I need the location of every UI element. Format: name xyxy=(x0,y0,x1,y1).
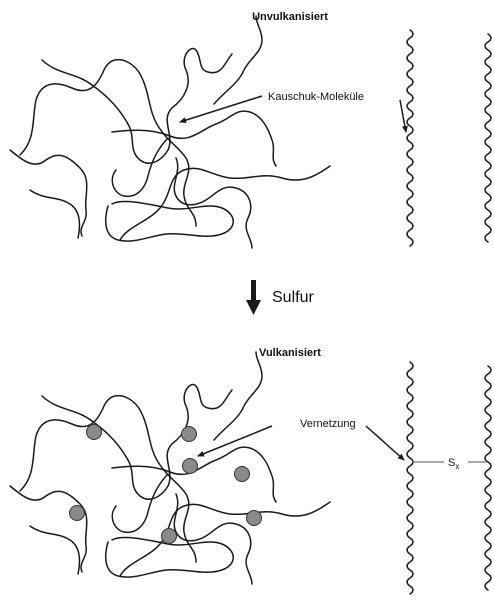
vulcanized-network xyxy=(10,352,330,584)
reagent-label: Sulfur xyxy=(272,289,314,306)
crosslink-label: Vernetzung xyxy=(300,418,356,430)
bottom-wavy-chains xyxy=(407,362,491,594)
unvulcanized-title: Unvulkanisiert xyxy=(252,11,328,23)
crosslink-point xyxy=(70,506,85,521)
sulfur-bridge-label: Sx xyxy=(448,457,459,471)
crosslink-point xyxy=(183,459,198,474)
reaction-arrow xyxy=(246,280,261,315)
crosslink-point xyxy=(162,529,177,544)
top-wavy-chains xyxy=(407,30,491,246)
crosslink-point xyxy=(87,425,102,440)
unvulcanized-network xyxy=(10,16,330,248)
crosslink-point xyxy=(182,427,197,442)
crosslink-point xyxy=(235,467,250,482)
molecules-label: Kauschuk-Moleküle xyxy=(268,91,364,103)
crosslink-point xyxy=(247,511,262,526)
sulfur-bridge: Sx xyxy=(412,457,488,471)
vulcanized-title: Vulkanisiert xyxy=(259,347,321,359)
